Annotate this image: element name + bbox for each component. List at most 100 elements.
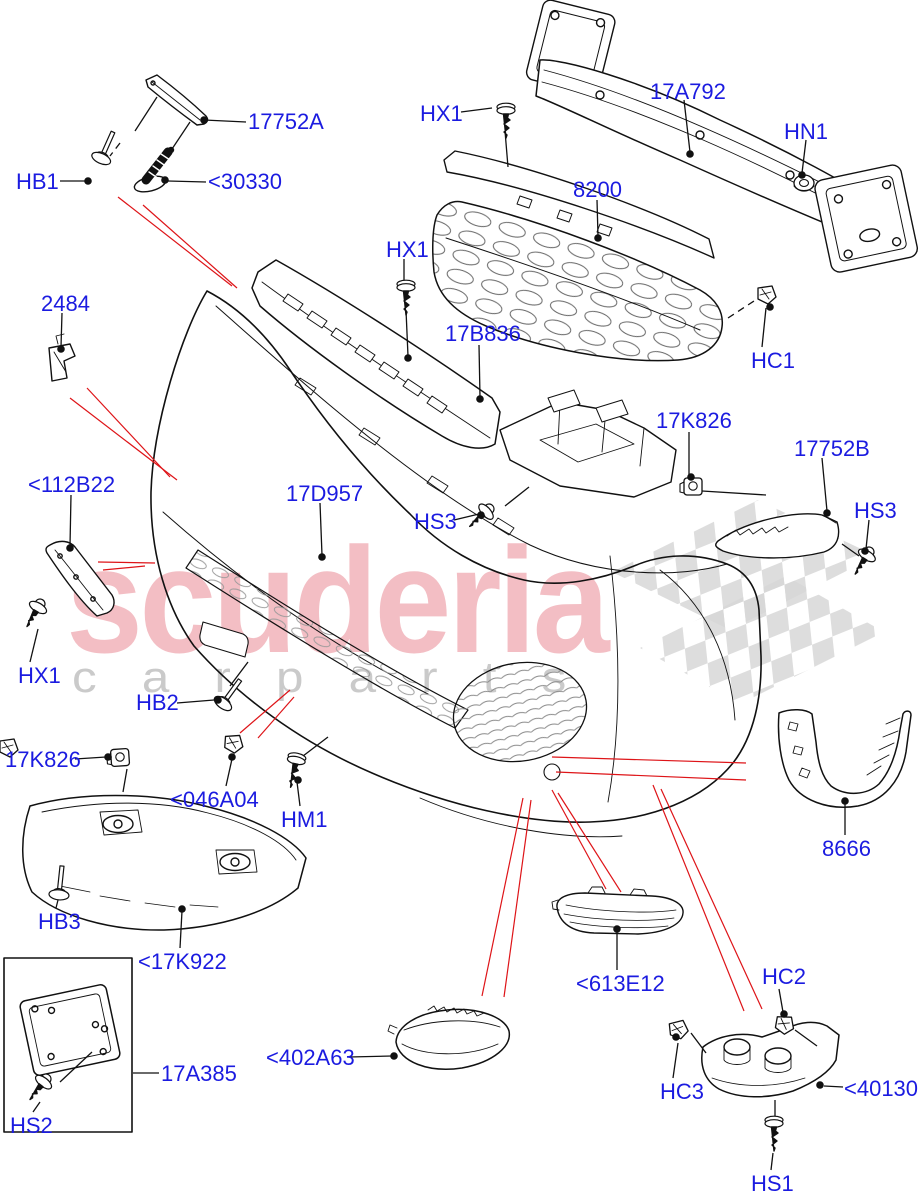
leader-dot	[687, 473, 695, 481]
leader-dot	[104, 753, 112, 761]
leader-line	[690, 1032, 707, 1054]
part-label-2484[interactable]: 2484	[41, 291, 90, 316]
leader-dot	[476, 395, 484, 403]
leader-dot	[404, 354, 412, 362]
red-reference-line	[551, 789, 607, 890]
part-label-17752B[interactable]: 17752B	[794, 436, 870, 461]
leader-dot	[200, 116, 208, 124]
part-label-112B22[interactable]: <112B22	[28, 472, 116, 497]
part-grille-insert-613E12	[551, 886, 684, 935]
part-label-046A04[interactable]: <046A04	[170, 787, 259, 812]
part-label-HC3[interactable]: HC3	[660, 1079, 705, 1104]
leader-dot	[686, 150, 694, 158]
red-reference-line	[555, 771, 747, 781]
part-label-8200[interactable]: 8200	[573, 177, 622, 202]
part-label-17K922[interactable]: <17K922	[138, 949, 227, 974]
part-label-30330[interactable]: <30330	[208, 169, 283, 194]
red-reference-line	[97, 561, 156, 564]
red-reference-line	[660, 788, 763, 1010]
part-label-17K826-right[interactable]: 17K826	[656, 408, 732, 433]
part-label-HB1[interactable]: HB1	[16, 169, 59, 194]
part-label-17A385[interactable]: 17A385	[161, 1061, 237, 1086]
part-label-613E12[interactable]: <613E12	[576, 971, 665, 996]
part-label-HC1[interactable]: HC1	[751, 348, 796, 373]
leader-line	[296, 781, 301, 807]
part-label-17752A[interactable]: 17752A	[248, 109, 324, 134]
leader-dot	[294, 776, 302, 784]
red-reference-line	[142, 204, 238, 289]
part-label-17B836[interactable]: 17B836	[445, 321, 521, 346]
part-drl-lamp-402A63	[387, 1005, 510, 1070]
red-reference-line	[652, 784, 745, 1012]
red-reference-line	[551, 756, 747, 764]
leader-dot	[816, 1081, 824, 1089]
leader-line	[841, 543, 860, 557]
leader-dot	[84, 177, 92, 185]
leader-dot	[57, 345, 65, 353]
leader-line	[453, 513, 480, 521]
part-label-40130[interactable]: <40130	[844, 1076, 919, 1101]
part-label-8666[interactable]: 8666	[822, 836, 871, 861]
part-energy-absorber-17B836	[251, 259, 501, 449]
part-label-HB3[interactable]: HB3	[38, 909, 81, 934]
leader-dot	[841, 797, 849, 805]
red-reference-line	[503, 799, 532, 998]
part-label-17D957[interactable]: 17D957	[286, 481, 364, 506]
part-label-HS3-center[interactable]: HS3	[414, 509, 457, 534]
leader-dot	[477, 511, 485, 519]
leader-line	[865, 519, 870, 550]
leader-dot	[178, 905, 186, 913]
leader-line	[319, 502, 323, 556]
red-reference-line	[86, 387, 171, 478]
leader-line	[504, 130, 509, 168]
leader-line	[29, 628, 39, 663]
leader-line	[122, 768, 128, 793]
leader-line	[229, 661, 249, 687]
leader-dot	[780, 1010, 788, 1018]
part-label-HS2[interactable]: HS2	[10, 1113, 53, 1138]
part-label-HS3-right[interactable]: HS3	[854, 498, 897, 523]
leader-dot	[214, 696, 222, 704]
leader-line	[778, 988, 784, 1013]
part-label-HC2[interactable]: HC2	[762, 964, 807, 989]
part-label-HB2[interactable]: HB2	[136, 690, 179, 715]
red-reference-line	[557, 792, 622, 893]
leader-line	[823, 1085, 844, 1088]
leader-line	[59, 1051, 93, 1083]
part-label-HN1[interactable]: HN1	[784, 119, 829, 144]
part-label-HM1[interactable]: HM1	[281, 807, 328, 832]
red-reference-line	[257, 696, 295, 739]
part-label-HX1-top[interactable]: HX1	[420, 101, 463, 126]
leader-line	[504, 486, 530, 507]
part-corner-finisher-8666	[777, 709, 912, 808]
part-plate-bracket-17A385	[3, 957, 133, 1133]
leader-line	[167, 121, 191, 156]
leader-dot	[318, 553, 326, 561]
leader-line	[109, 142, 121, 157]
leader-dot	[228, 753, 236, 761]
part-label-HS1[interactable]: HS1	[751, 1171, 794, 1196]
part-label-HX1-left[interactable]: HX1	[18, 663, 61, 688]
leader-dot	[66, 544, 74, 552]
red-reference-line	[239, 689, 291, 734]
leader-line	[348, 1055, 393, 1058]
leader-line	[460, 107, 493, 113]
part-impact-bar-17A792	[525, 0, 919, 273]
part-label-17A792[interactable]: 17A792	[650, 79, 726, 104]
part-label-402A63[interactable]: <402A63	[266, 1045, 355, 1070]
part-label-17K826-left[interactable]: 17K826	[5, 747, 81, 772]
leader-dot	[594, 234, 602, 242]
part-side-bracket-112B22	[45, 540, 115, 617]
leader-line	[821, 457, 828, 512]
leader-line	[69, 494, 72, 547]
leader-line	[727, 300, 755, 319]
leader-dot	[672, 1033, 680, 1041]
part-label-HX1-mid[interactable]: HX1	[386, 237, 429, 262]
leader-line	[683, 99, 691, 153]
sensor-stud-30330	[133, 146, 175, 193]
leader-dot	[798, 171, 806, 179]
red-reference-line	[481, 797, 524, 997]
red-reference-line	[117, 196, 233, 287]
